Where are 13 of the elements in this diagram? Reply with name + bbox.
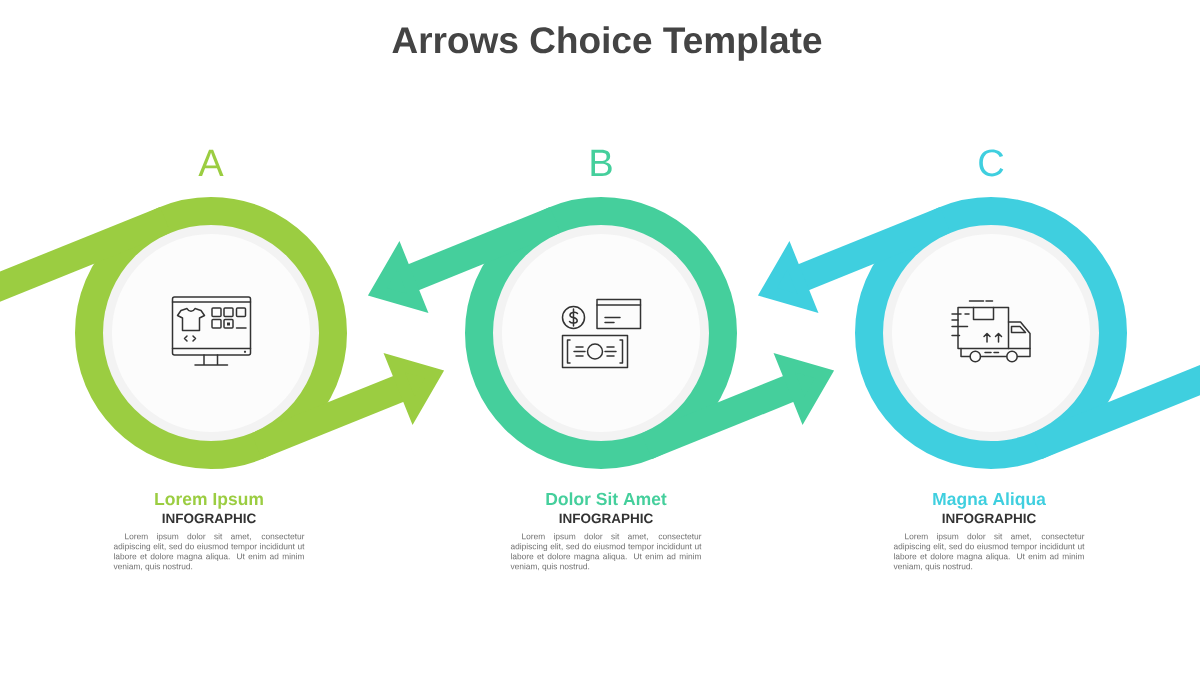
body-text: Lorem ipsum dolor sit amet, consectetur adipiscing elit, sed do eiusmod tempor incididunt ut labore et dolore magna aliqua. Ut enim ad minim veniam, quis nostrud. [113, 533, 305, 571]
step-title: Magna Aliqua [933, 492, 1046, 509]
body-text: Lorem ipsum dolor sit amet, consectetur adipiscing elit, sed do eiusmod tempor incididunt ut labore et dolore magna aliqua. Ut enim ad minim veniam, quis nostrud. [893, 533, 1085, 571]
step-letter: B [591, 149, 612, 176]
body-text: Lorem ipsum dolor sit amet, consectetur adipiscing elit, sed do eiusmod tempor incididunt ut labore et dolore magna aliqua. Ut enim ad minim veniam, quis nostrud. [510, 533, 702, 571]
title: Arrows Choice Template [392, 26, 822, 61]
step-title: Dolor Sit Amet [546, 492, 667, 506]
step-letter: A [198, 149, 224, 176]
subtitle: INFOGRAPHIC [942, 513, 1036, 524]
step-title: Lorem Ipsum [155, 492, 263, 509]
subtitle: INFOGRAPHIC [162, 513, 256, 524]
subtitle: INFOGRAPHIC [559, 513, 653, 524]
step-letter: C [979, 149, 1004, 177]
